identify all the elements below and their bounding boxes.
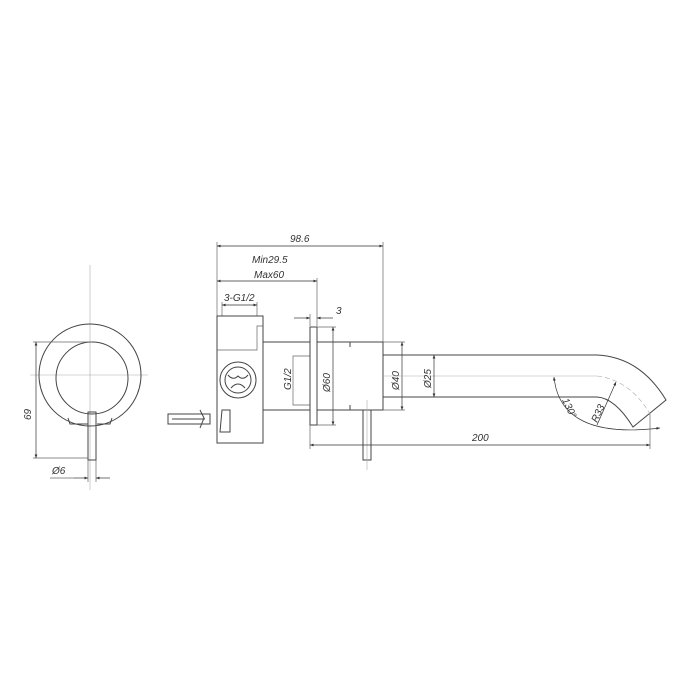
front-view: 69 Ø6 bbox=[23, 265, 148, 490]
label-lever-diameter: Ø6 bbox=[51, 466, 66, 477]
label-bend-radius: R33 bbox=[590, 403, 608, 425]
label-outlet-thread: G1/2 bbox=[283, 368, 294, 390]
lever bbox=[87, 411, 97, 461]
label-body-diameter: Ø40 bbox=[391, 371, 402, 391]
label-flange-diameter: Ø60 bbox=[322, 373, 333, 393]
escutcheon-inner-circle bbox=[55, 341, 129, 415]
label-flange-thickness: 3 bbox=[336, 306, 342, 317]
valve-cartridge-outer bbox=[219, 361, 257, 399]
label-min-depth: Min29.5 bbox=[252, 255, 288, 266]
cartridge-symbol bbox=[227, 374, 249, 389]
dim-bend-radius bbox=[596, 381, 617, 426]
dim-bend-angle bbox=[552, 376, 661, 431]
wall-anchor bbox=[167, 413, 211, 425]
flange-plate bbox=[309, 326, 318, 426]
escutcheon-outer-circle bbox=[38, 323, 142, 427]
label-inlets: 3-G1/2 bbox=[224, 293, 255, 304]
label-spout-length: 200 bbox=[471, 433, 489, 444]
valve-sleeve bbox=[263, 341, 310, 411]
label-spout-diameter: Ø25 bbox=[423, 369, 434, 389]
handle-base bbox=[67, 417, 113, 425]
label-handle-height: 69 bbox=[23, 408, 34, 420]
spout bbox=[383, 354, 667, 428]
valve-body bbox=[216, 315, 264, 444]
label-max-depth: Max60 bbox=[254, 270, 284, 281]
label-bend-angle: 130° bbox=[559, 397, 578, 420]
side-view: 98.6 Min29.5 Max60 3-G1/2 3 G1/2 Ø60 bbox=[167, 234, 667, 470]
label-overall-depth: 98.6 bbox=[290, 234, 310, 245]
